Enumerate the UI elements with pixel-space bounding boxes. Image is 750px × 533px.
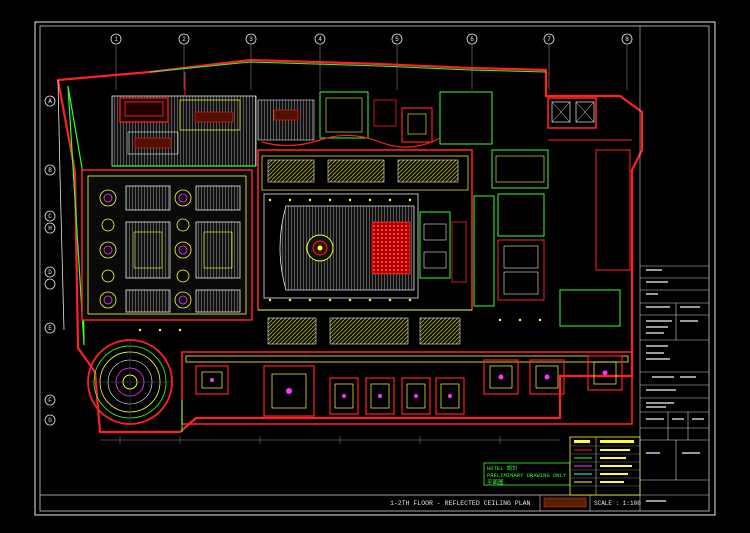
note-line-3: 平面圖 [487, 479, 504, 486]
grid-label-top: 8 [625, 36, 629, 43]
title-bar: 1-2TH FLOOR - REFLECTED CEILING PLAN SCA… [40, 494, 641, 511]
grid-label-left: B [48, 167, 52, 174]
grid-label-left: C [48, 213, 52, 220]
main-hall [257, 149, 473, 345]
ceiling-zone-upper-left [111, 72, 315, 167]
dimension-lines [100, 436, 560, 444]
grid-label-top: 3 [249, 36, 253, 43]
grid-label-left: E [48, 325, 52, 332]
right-services [473, 97, 632, 327]
grid-bubbles-top [110, 33, 633, 90]
grid-labels-left: A B C D E F G H [48, 98, 52, 424]
title-block [639, 26, 709, 511]
grid-label-top: 6 [470, 36, 474, 43]
grid-bubbles-left [44, 95, 56, 426]
grid-label-top: 4 [318, 36, 322, 43]
upper-middle-rooms [261, 91, 493, 148]
drawing-title: 1-2TH FLOOR - REFLECTED CEILING PLAN [390, 500, 531, 507]
round-room [87, 339, 173, 425]
grid-label-top: 5 [395, 36, 399, 43]
sheet-border-outer [34, 21, 716, 516]
grid-label-left: G [48, 417, 52, 424]
grid-labels-top: 1 2 3 4 5 6 7 8 [114, 36, 629, 43]
preliminary-note-box: HOTEL 設計 PRELIMINARY DRAWING ONLY 平面圖 [483, 462, 571, 486]
note-line-2: PRELIMINARY DRAWING ONLY [487, 472, 567, 479]
grid-label-left: F [48, 397, 52, 404]
light-fixtures [138, 198, 542, 332]
note-line-1: HOTEL 設計 [487, 464, 518, 472]
grid-label-left: A [48, 98, 52, 105]
bottom-suites [181, 351, 633, 432]
grid-label-top: 1 [114, 36, 118, 43]
grid-label-left: D [48, 269, 52, 276]
sheet-border-inner [39, 25, 710, 512]
grid-label-top: 7 [547, 36, 551, 43]
legend-table [569, 436, 641, 496]
title-block-marks [646, 269, 704, 502]
grid-label-left: H [48, 225, 52, 232]
grid-label-top: 2 [182, 36, 186, 43]
drawing-scale: SCALE : 1:100 [594, 500, 641, 507]
ballroom-left [81, 169, 253, 321]
